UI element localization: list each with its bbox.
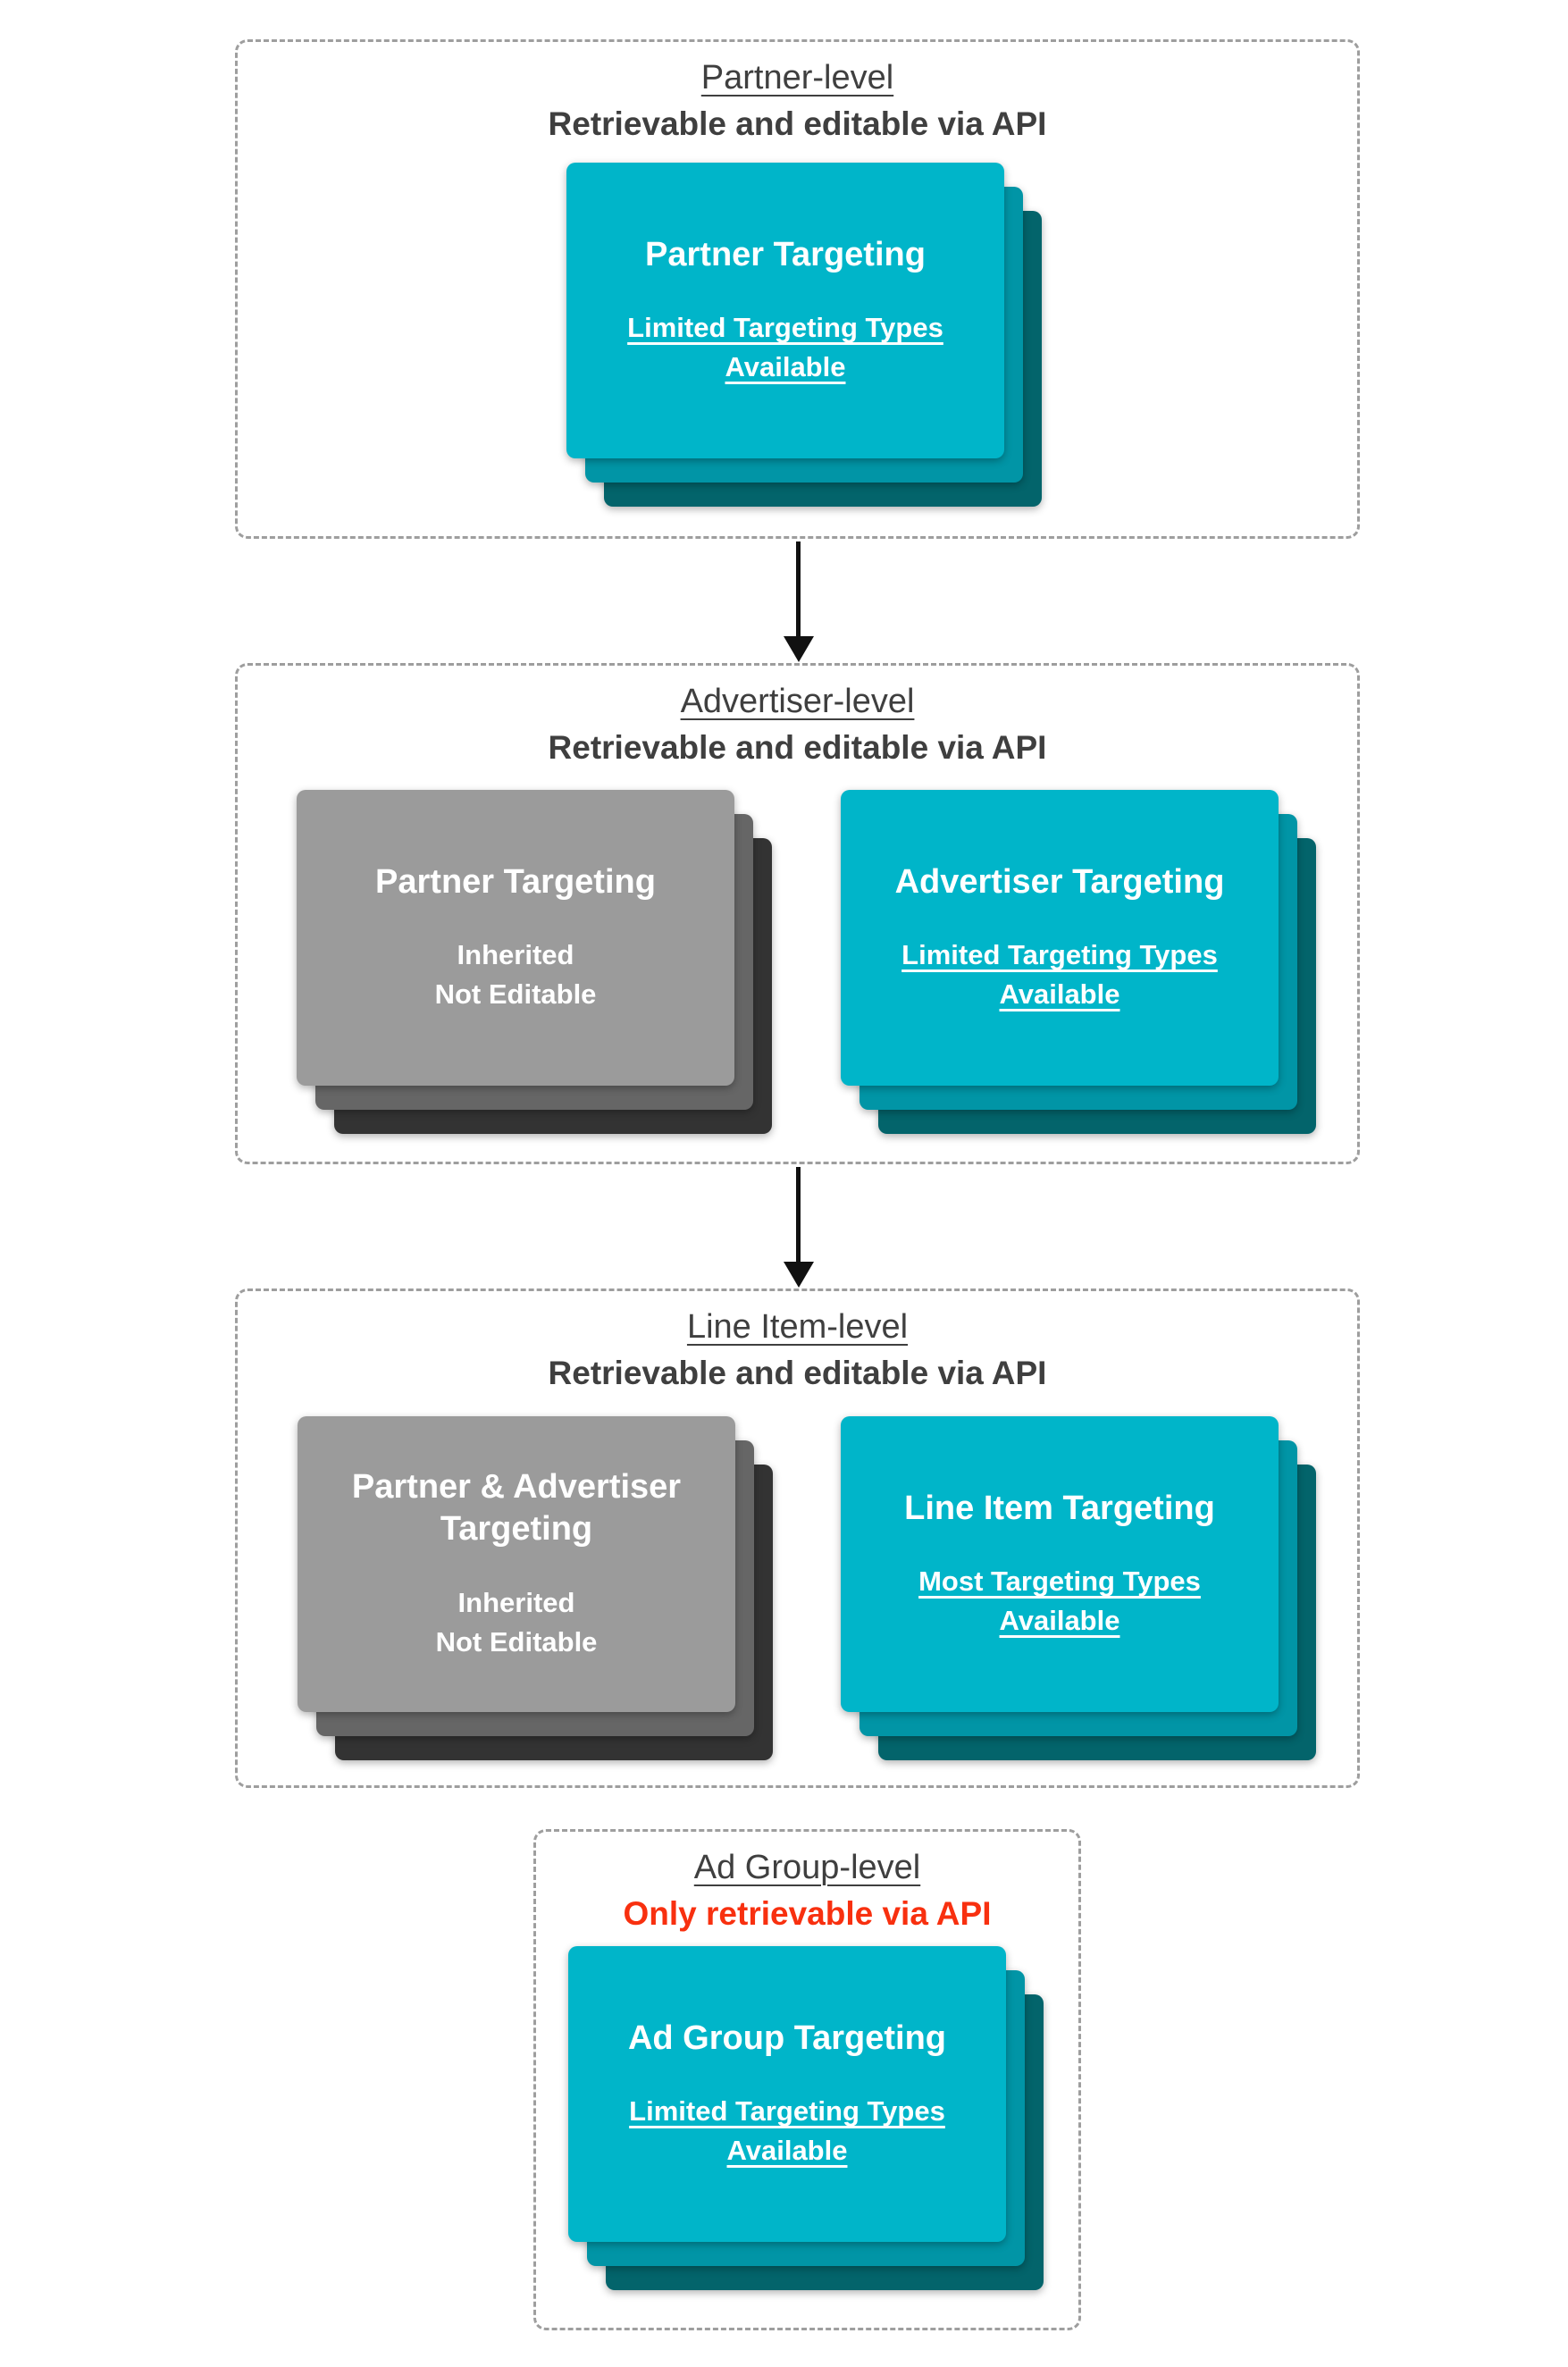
card-subtitle: Inherited Not Editable xyxy=(435,1587,598,1658)
card-subtitle: Most Targeting Types Available xyxy=(918,1565,1201,1637)
card-inherited-partner-targeting: Partner Targeting Inherited Not Editable xyxy=(297,790,734,1086)
down-arrow-connector xyxy=(796,541,801,638)
card-stack-inherited-partner-advertiser-targeting: Partner & Advertiser Targeting Inherited… xyxy=(298,1416,773,1760)
card-advertiser-targeting: Advertiser Targeting Limited Targeting T… xyxy=(841,790,1279,1086)
section-subtitle: Retrievable and editable via API xyxy=(548,1355,1047,1392)
card-title: Partner Targeting xyxy=(375,862,656,901)
card-title: Ad Group Targeting xyxy=(627,2019,947,2057)
card-subtitle: Limited Targeting Types Available xyxy=(901,939,1218,1011)
card-subtitle: Limited Targeting Types Available xyxy=(629,2095,945,2167)
card-stack-partner-targeting: Partner Targeting Limited Targeting Type… xyxy=(566,163,1042,507)
section-line-item-level: Line Item-level Retrievable and editable… xyxy=(235,1288,1360,1788)
section-subtitle: Only retrievable via API xyxy=(623,1895,992,1933)
section-ad-group-level: Ad Group-level Only retrievable via API … xyxy=(533,1829,1081,2330)
card-subtitle: Limited Targeting Types Available xyxy=(627,312,943,383)
card-inherited-partner-advertiser-targeting: Partner & Advertiser Targeting Inherited… xyxy=(298,1416,735,1712)
section-title: Ad Group-level xyxy=(693,1849,921,1886)
section-title: Advertiser-level xyxy=(680,683,915,720)
card-title: Partner & Advertiser Targeting xyxy=(351,1467,682,1549)
card-stack-advertiser-targeting: Advertiser Targeting Limited Targeting T… xyxy=(841,790,1316,1134)
section-subtitle: Retrievable and editable via API xyxy=(548,729,1047,767)
section-subtitle: Retrievable and editable via API xyxy=(548,105,1047,143)
section-partner-level: Partner-level Retrievable and editable v… xyxy=(235,39,1360,539)
card-title: Advertiser Targeting xyxy=(894,862,1225,901)
card-partner-targeting: Partner Targeting Limited Targeting Type… xyxy=(566,163,1004,458)
card-line-item-targeting: Line Item Targeting Most Targeting Types… xyxy=(841,1416,1279,1712)
card-title: Partner Targeting xyxy=(645,235,926,273)
section-advertiser-level: Advertiser-level Retrievable and editabl… xyxy=(235,663,1360,1164)
card-title: Line Item Targeting xyxy=(904,1489,1215,1527)
down-arrow-connector xyxy=(796,1167,801,1263)
section-title: Line Item-level xyxy=(686,1308,909,1346)
card-ad-group-targeting: Ad Group Targeting Limited Targeting Typ… xyxy=(568,1946,1006,2242)
section-title: Partner-level xyxy=(700,59,894,97)
card-subtitle: Inherited Not Editable xyxy=(434,939,597,1011)
card-stack-ad-group-targeting: Ad Group Targeting Limited Targeting Typ… xyxy=(568,1946,1044,2290)
card-stack-inherited-partner-targeting: Partner Targeting Inherited Not Editable xyxy=(297,790,772,1134)
card-stack-line-item-targeting: Line Item Targeting Most Targeting Types… xyxy=(841,1416,1316,1760)
